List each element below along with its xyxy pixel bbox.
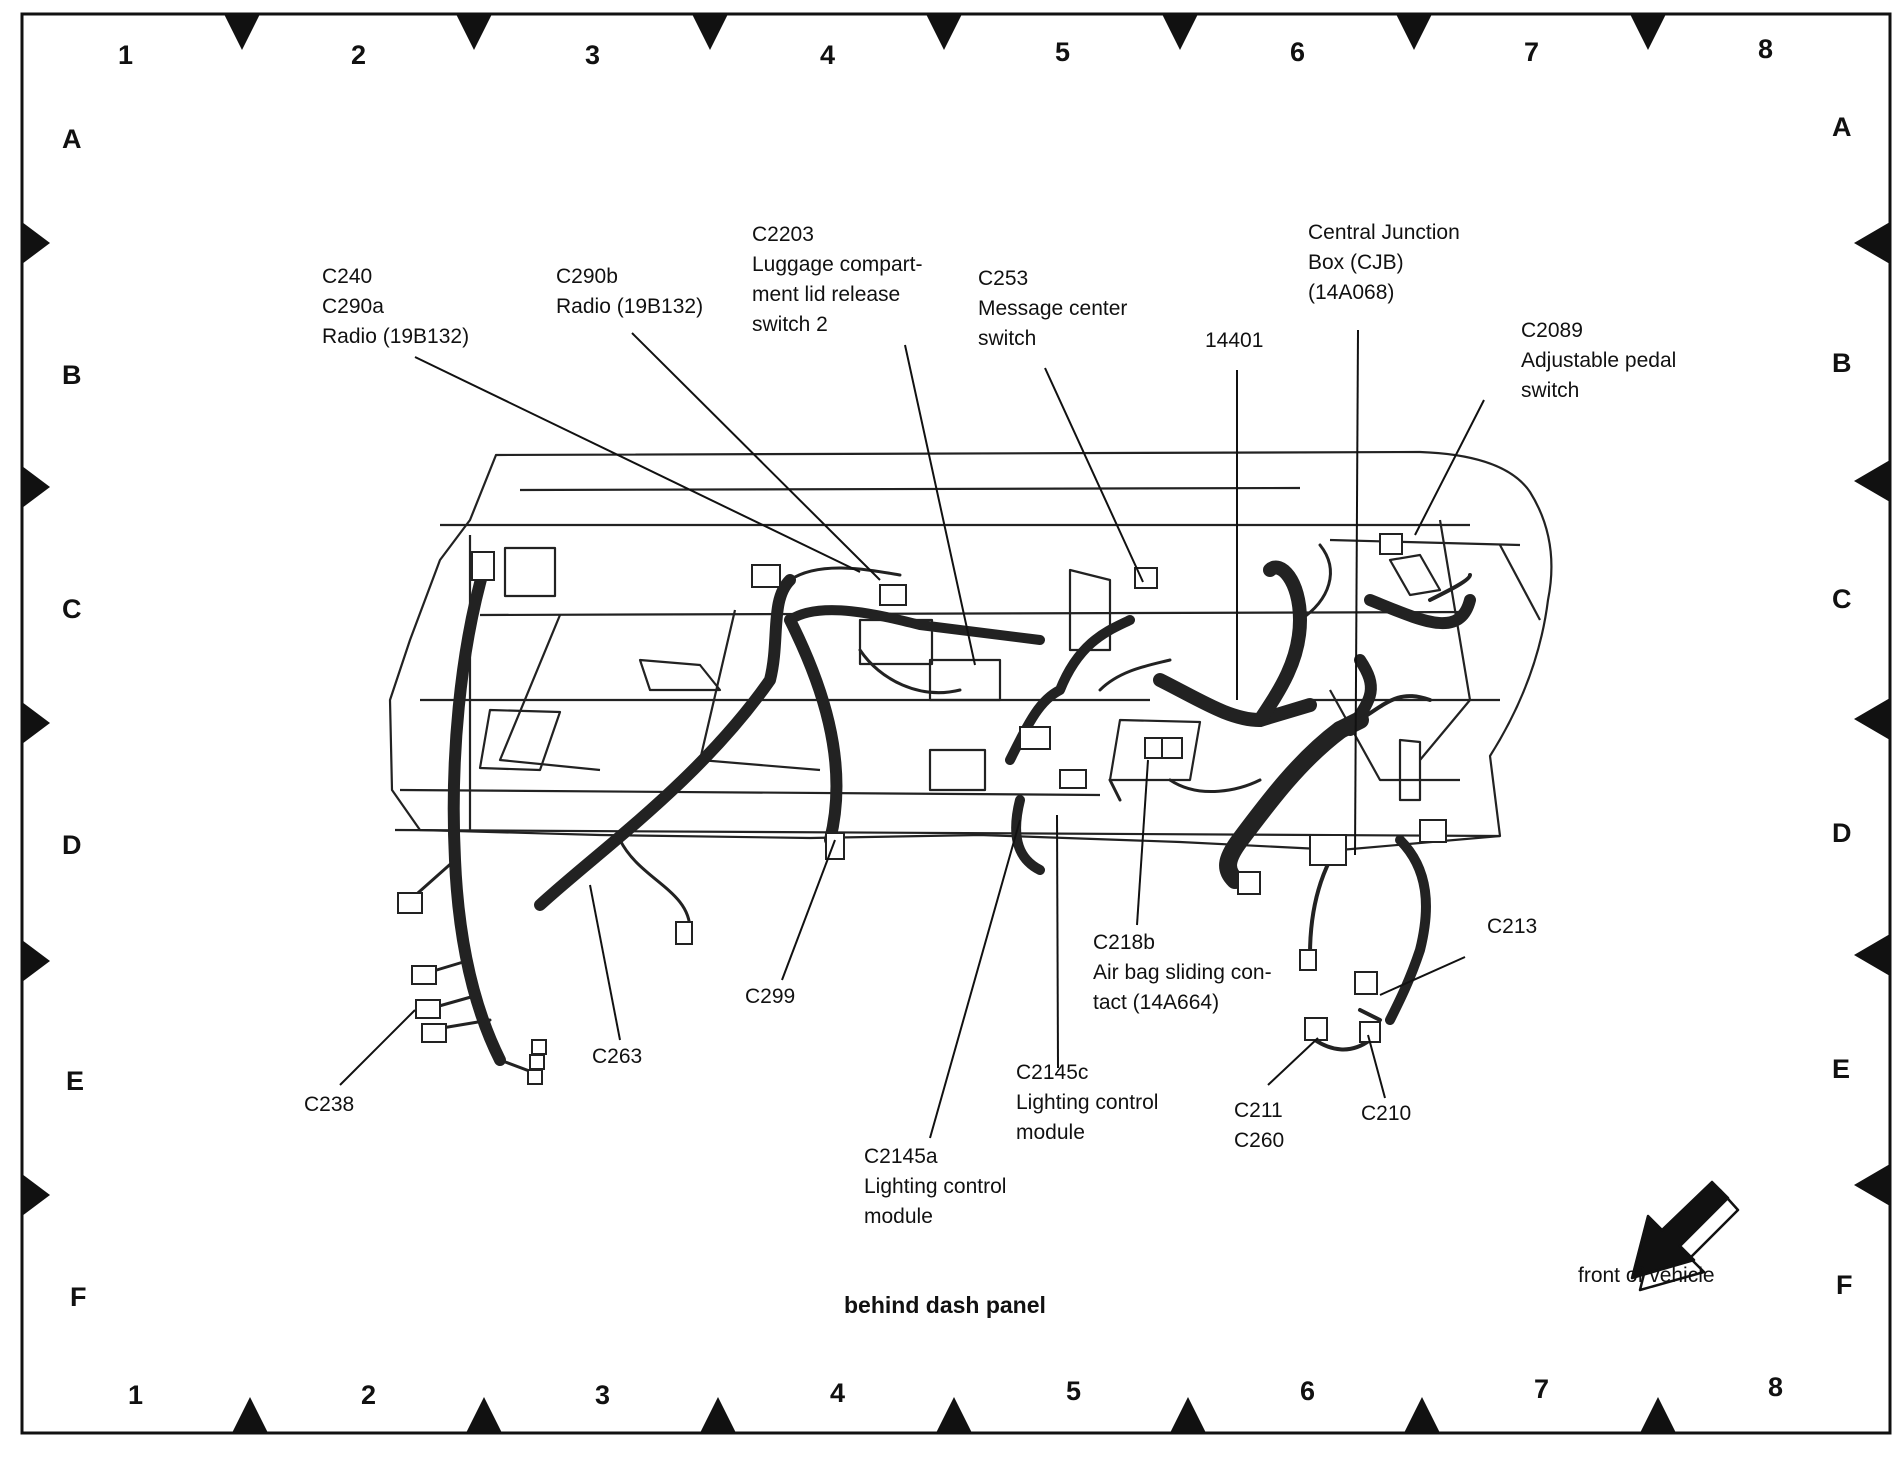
callout-line: switch 2: [752, 313, 828, 336]
callout-line: tact (14A664): [1093, 991, 1220, 1014]
callout-c2145c-lighting: C2145c Lighting control module: [1016, 1058, 1158, 1148]
callout-c290b-radio: C290b Radio (19B132): [556, 262, 703, 322]
grid-col-top-6: 6: [1290, 37, 1306, 67]
callout-c263: C263: [592, 1042, 642, 1072]
top-grid-markers: [224, 14, 1666, 50]
grid-row-right-F: F: [1836, 1270, 1853, 1300]
callout-c299: C299: [745, 982, 795, 1012]
grid-col-bottom-6: 6: [1300, 1376, 1316, 1406]
left-grid-markers: [22, 222, 50, 1216]
grid-row-left-F: F: [70, 1282, 87, 1312]
callout-14401: 14401: [1205, 326, 1263, 356]
view-caption: behind dash panel: [844, 1292, 1046, 1318]
callout-line: ment lid release: [752, 283, 901, 306]
grid-col-top-7: 7: [1524, 37, 1540, 67]
grid-row-left-A: A: [62, 124, 82, 154]
grid-col-top-2: 2: [351, 40, 367, 70]
callout-line: C2089: [1521, 319, 1583, 342]
callout-c253-message-center: C253 Message center switch: [978, 264, 1127, 354]
callout-c211-c260: C211 C260: [1234, 1096, 1284, 1156]
callout-line: C218b: [1093, 931, 1155, 954]
grid-col-bottom-3: 3: [595, 1380, 611, 1410]
callout-line: switch: [1521, 379, 1580, 402]
grid-col-bottom-7: 7: [1534, 1374, 1550, 1404]
callout-line: 14401: [1205, 329, 1264, 352]
callout-line: Lighting control: [1016, 1091, 1159, 1114]
callout-c238: C238: [304, 1090, 354, 1120]
callout-line: C299: [745, 985, 796, 1008]
callout-c2145a-lighting: C2145a Lighting control module: [864, 1142, 1006, 1232]
callout-line: Luggage compart-: [752, 253, 923, 276]
connectors: [397, 533, 1447, 1085]
callout-line: Radio (19B132): [322, 325, 470, 348]
callout-line: Lighting control: [864, 1175, 1007, 1198]
grid-col-bottom-8: 8: [1768, 1372, 1784, 1402]
callout-line: Central Junction: [1308, 221, 1460, 244]
callout-line: Box (CJB): [1308, 251, 1404, 274]
callout-central-junction-box: Central Junction Box (CJB) (14A068): [1308, 218, 1460, 308]
grid-row-left-C: C: [62, 594, 82, 624]
grid-col-bottom-4: 4: [830, 1378, 846, 1408]
dash-panel-outline: [388, 450, 1553, 852]
callout-c240-c290a-radio: C240 C290a Radio (19B132): [322, 262, 469, 352]
right-grid-markers: [1854, 222, 1890, 1206]
callout-line: C213: [1487, 915, 1538, 938]
callout-line: C253: [978, 267, 1029, 290]
grid-row-right-B: B: [1832, 348, 1852, 378]
front-of-vehicle-label: front of vehicle: [1578, 1264, 1715, 1287]
callout-line: module: [864, 1205, 933, 1228]
grid-row-left-D: D: [62, 830, 82, 860]
callout-c210: C210: [1361, 1099, 1411, 1129]
callout-line: C211: [1234, 1099, 1283, 1122]
grid-row-left-E: E: [66, 1066, 85, 1096]
grid-col-top-4: 4: [820, 40, 836, 70]
leader-lines: [339, 329, 1485, 1139]
callout-line: module: [1016, 1121, 1085, 1144]
callout-c2203-luggage-switch: C2203 Luggage compart- ment lid release …: [752, 220, 922, 340]
grid-row-left-B: B: [62, 360, 82, 390]
front-of-vehicle-arrow: [1630, 1180, 1740, 1292]
callout-line: Air bag sliding con-: [1093, 961, 1272, 984]
callout-line: C290b: [556, 265, 618, 288]
callout-line: C2203: [752, 223, 814, 246]
callout-line: Adjustable pedal: [1521, 349, 1677, 372]
grid-col-bottom-5: 5: [1066, 1376, 1082, 1406]
callout-line: Message center: [978, 297, 1128, 320]
grid-row-right-C: C: [1832, 584, 1852, 614]
grid-col-top-8: 8: [1758, 34, 1774, 64]
callout-c213: C213: [1487, 912, 1537, 942]
wiring-harness: [408, 543, 1476, 1077]
grid-row-right-D: D: [1832, 818, 1852, 848]
callout-c2089-adjustable-pedal: C2089 Adjustable pedal switch: [1521, 316, 1676, 406]
callout-line: C238: [304, 1093, 355, 1116]
callout-line: C290a: [322, 295, 384, 318]
callout-c218b-air-bag: C218b Air bag sliding con- tact (14A664): [1093, 928, 1272, 1018]
callout-line: C210: [1361, 1102, 1412, 1125]
grid-row-right-A: A: [1832, 112, 1852, 142]
callout-line: C240: [322, 265, 373, 288]
callout-line: (14A068): [1308, 281, 1395, 304]
bottom-grid-markers: [232, 1397, 1676, 1433]
callout-line: C260: [1234, 1129, 1285, 1152]
callout-line: C2145a: [864, 1145, 938, 1168]
grid-col-top-3: 3: [585, 40, 601, 70]
grid-col-top-1: 1: [118, 40, 134, 70]
grid-col-bottom-1: 1: [128, 1380, 144, 1410]
callout-line: switch: [978, 327, 1037, 350]
grid-row-right-E: E: [1832, 1054, 1851, 1084]
callout-line: C2145c: [1016, 1061, 1089, 1084]
callout-line: C263: [592, 1045, 643, 1068]
callout-line: Radio (19B132): [556, 295, 704, 318]
grid-col-top-5: 5: [1055, 37, 1071, 67]
grid-col-bottom-2: 2: [361, 1380, 377, 1410]
